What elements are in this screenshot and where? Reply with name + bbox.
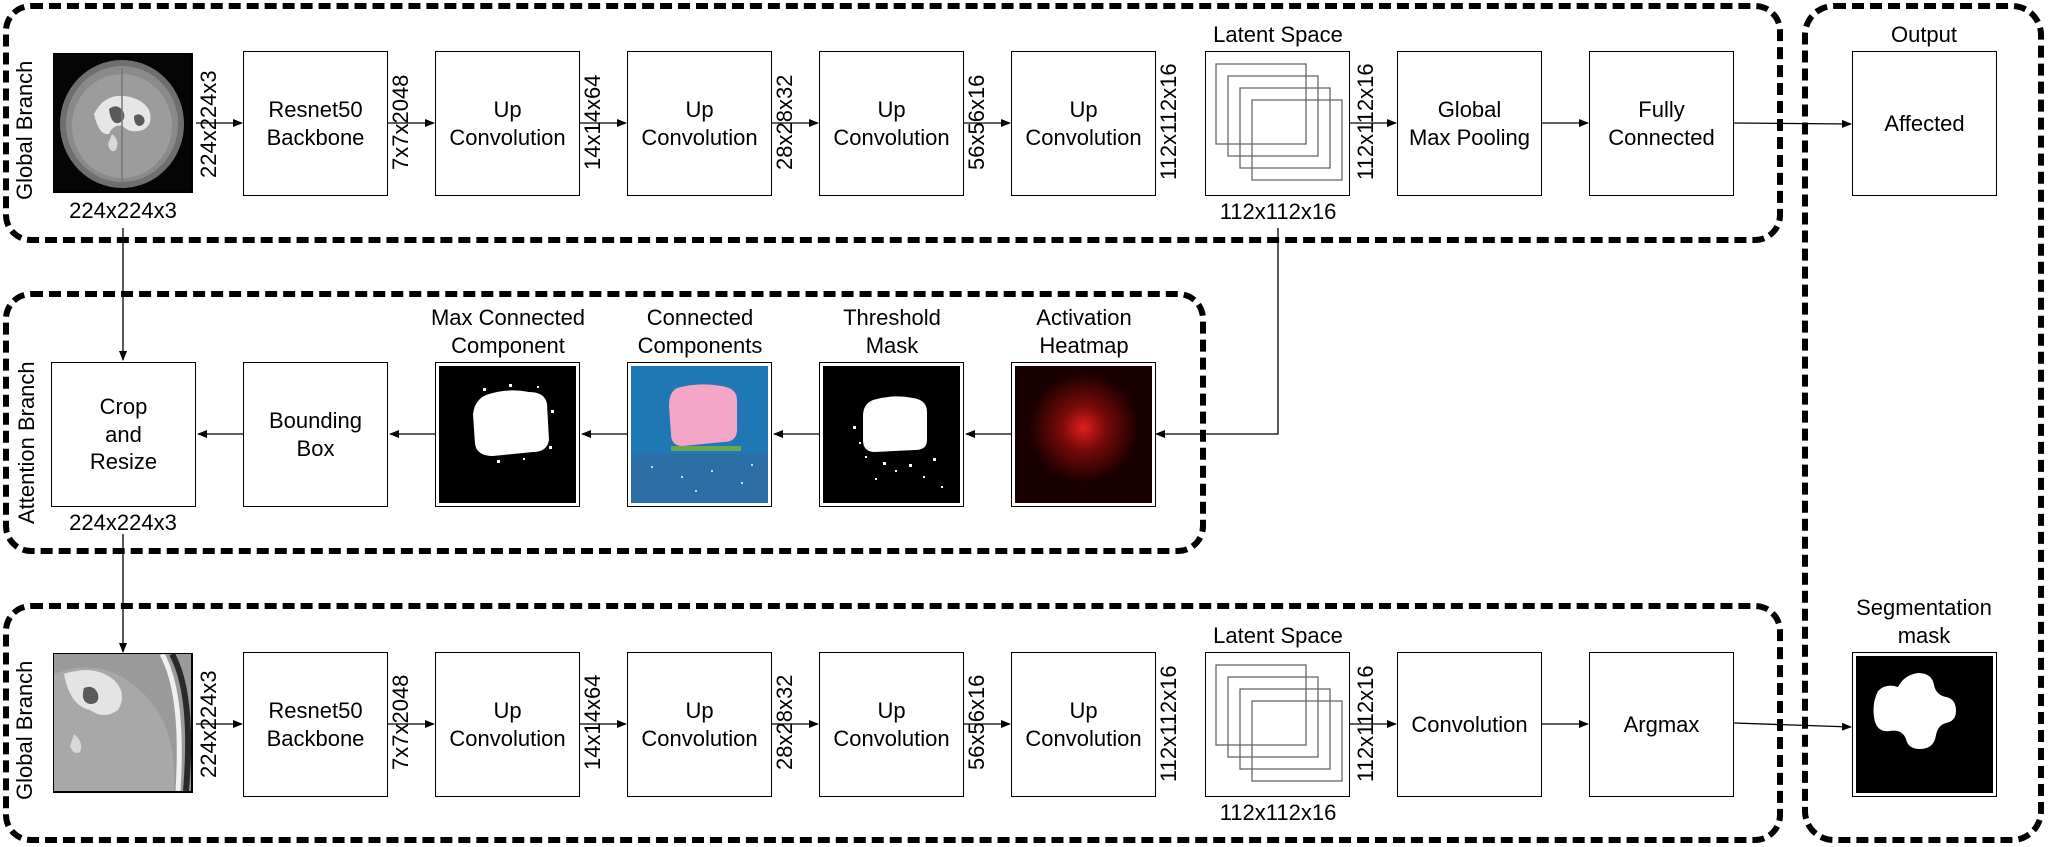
- brain-mri-picture: [54, 54, 191, 191]
- resnet50-backbone-block: Resnet50 Backbone: [243, 51, 388, 196]
- max-connected-component-picture: [439, 366, 576, 503]
- activation-heatmap-picture: [1015, 366, 1152, 503]
- up-convolution-block: Up Convolution: [819, 652, 964, 797]
- global-max-pooling-block: Global Max Pooling: [1397, 51, 1542, 196]
- edge-dim-label: 112x112x16: [1156, 63, 1181, 180]
- edge-dim-label: 56x56x16: [964, 674, 989, 770]
- latent-space-block: [1205, 51, 1350, 196]
- crop-size-label: 224x224x3: [69, 510, 177, 535]
- crop-and-resize-block: Crop and Resize: [51, 362, 196, 507]
- brain-mri-image: [53, 53, 193, 193]
- max-connected-component-title: Max Connected Component: [430, 305, 586, 358]
- argmax-block: Argmax: [1589, 652, 1734, 797]
- segmentation-mask-title: Segmentation mask: [1856, 595, 1992, 648]
- edge-dim-label: 224x224x3: [196, 670, 221, 778]
- up-convolution-block: Up Convolution: [627, 652, 772, 797]
- max-connected-component-image: [435, 362, 580, 507]
- output-title: Output: [1890, 22, 1958, 47]
- global-branch-bottom-region: [3, 603, 1783, 843]
- input-size-label: 224x224x3: [69, 198, 177, 223]
- latent-feature-maps: [1215, 63, 1343, 181]
- cropped-mri-picture: [54, 652, 192, 792]
- edge-dim-label: 112x112x16: [1156, 665, 1181, 782]
- connected-components-picture: [631, 366, 768, 503]
- edge-dim-label: 28x28x32: [772, 674, 797, 770]
- convolution-block: Convolution: [1397, 652, 1542, 797]
- edge-dim-label: 7x7x2048: [388, 74, 413, 170]
- latent-space-block: [1205, 652, 1350, 797]
- threshold-mask-image: [819, 362, 964, 507]
- up-convolution-block: Up Convolution: [435, 652, 580, 797]
- edge-dim-label: 14x14x64: [580, 674, 605, 770]
- connected-components-title: Connected Components: [637, 305, 763, 358]
- bounding-box-block: Bounding Box: [243, 362, 388, 507]
- up-convolution-block: Up Convolution: [1011, 51, 1156, 196]
- arrow: [1733, 722, 1852, 731]
- edge-dim-label: 56x56x16: [964, 74, 989, 170]
- activation-heatmap-image: [1011, 362, 1156, 507]
- segmentation-mask-picture: [1856, 656, 1993, 793]
- edge-dim-label: 14x14x64: [580, 74, 605, 170]
- edge-dim-label: 28x28x32: [772, 74, 797, 170]
- edge-dim-label: 7x7x2048: [388, 674, 413, 770]
- resnet50-backbone-block: Resnet50 Backbone: [243, 652, 388, 797]
- up-convolution-block: Up Convolution: [819, 51, 964, 196]
- edge-dim-label: 112x112x16: [1353, 63, 1378, 180]
- up-convolution-block: Up Convolution: [1011, 652, 1156, 797]
- attention-branch-region: [3, 291, 1206, 554]
- output-region: [1802, 3, 2044, 843]
- fully-connected-block: Fully Connected: [1589, 51, 1734, 196]
- up-convolution-block: Up Convolution: [435, 51, 580, 196]
- global-branch-label: Global Branch: [12, 60, 37, 200]
- cropped-mri-image: [53, 652, 193, 793]
- segmentation-mask-image: [1852, 652, 1997, 797]
- latent-space-title: Latent Space: [1213, 623, 1343, 648]
- latent-size-label: 112x112x16: [1219, 199, 1337, 224]
- up-convolution-block: Up Convolution: [627, 51, 772, 196]
- latent-space-title: Latent Space: [1213, 22, 1343, 47]
- activation-heatmap-title: Activation Heatmap: [1036, 305, 1132, 358]
- threshold-mask-picture: [823, 366, 960, 503]
- edge-dim-label: 112x112x16: [1353, 665, 1378, 782]
- arrow: [1733, 119, 1852, 128]
- attention-branch-label: Attention Branch: [14, 361, 39, 524]
- affected-output-block: Affected: [1852, 51, 1997, 196]
- latent-feature-maps: [1215, 664, 1343, 782]
- threshold-mask-title: Threshold Mask: [843, 305, 941, 358]
- global-branch-label: Global Branch: [12, 660, 37, 800]
- edge-dim-label: 224x224x3: [196, 70, 221, 178]
- connected-components-image: [627, 362, 772, 507]
- latent-size-label: 112x112x16: [1219, 800, 1337, 825]
- arrow: [1155, 228, 1279, 438]
